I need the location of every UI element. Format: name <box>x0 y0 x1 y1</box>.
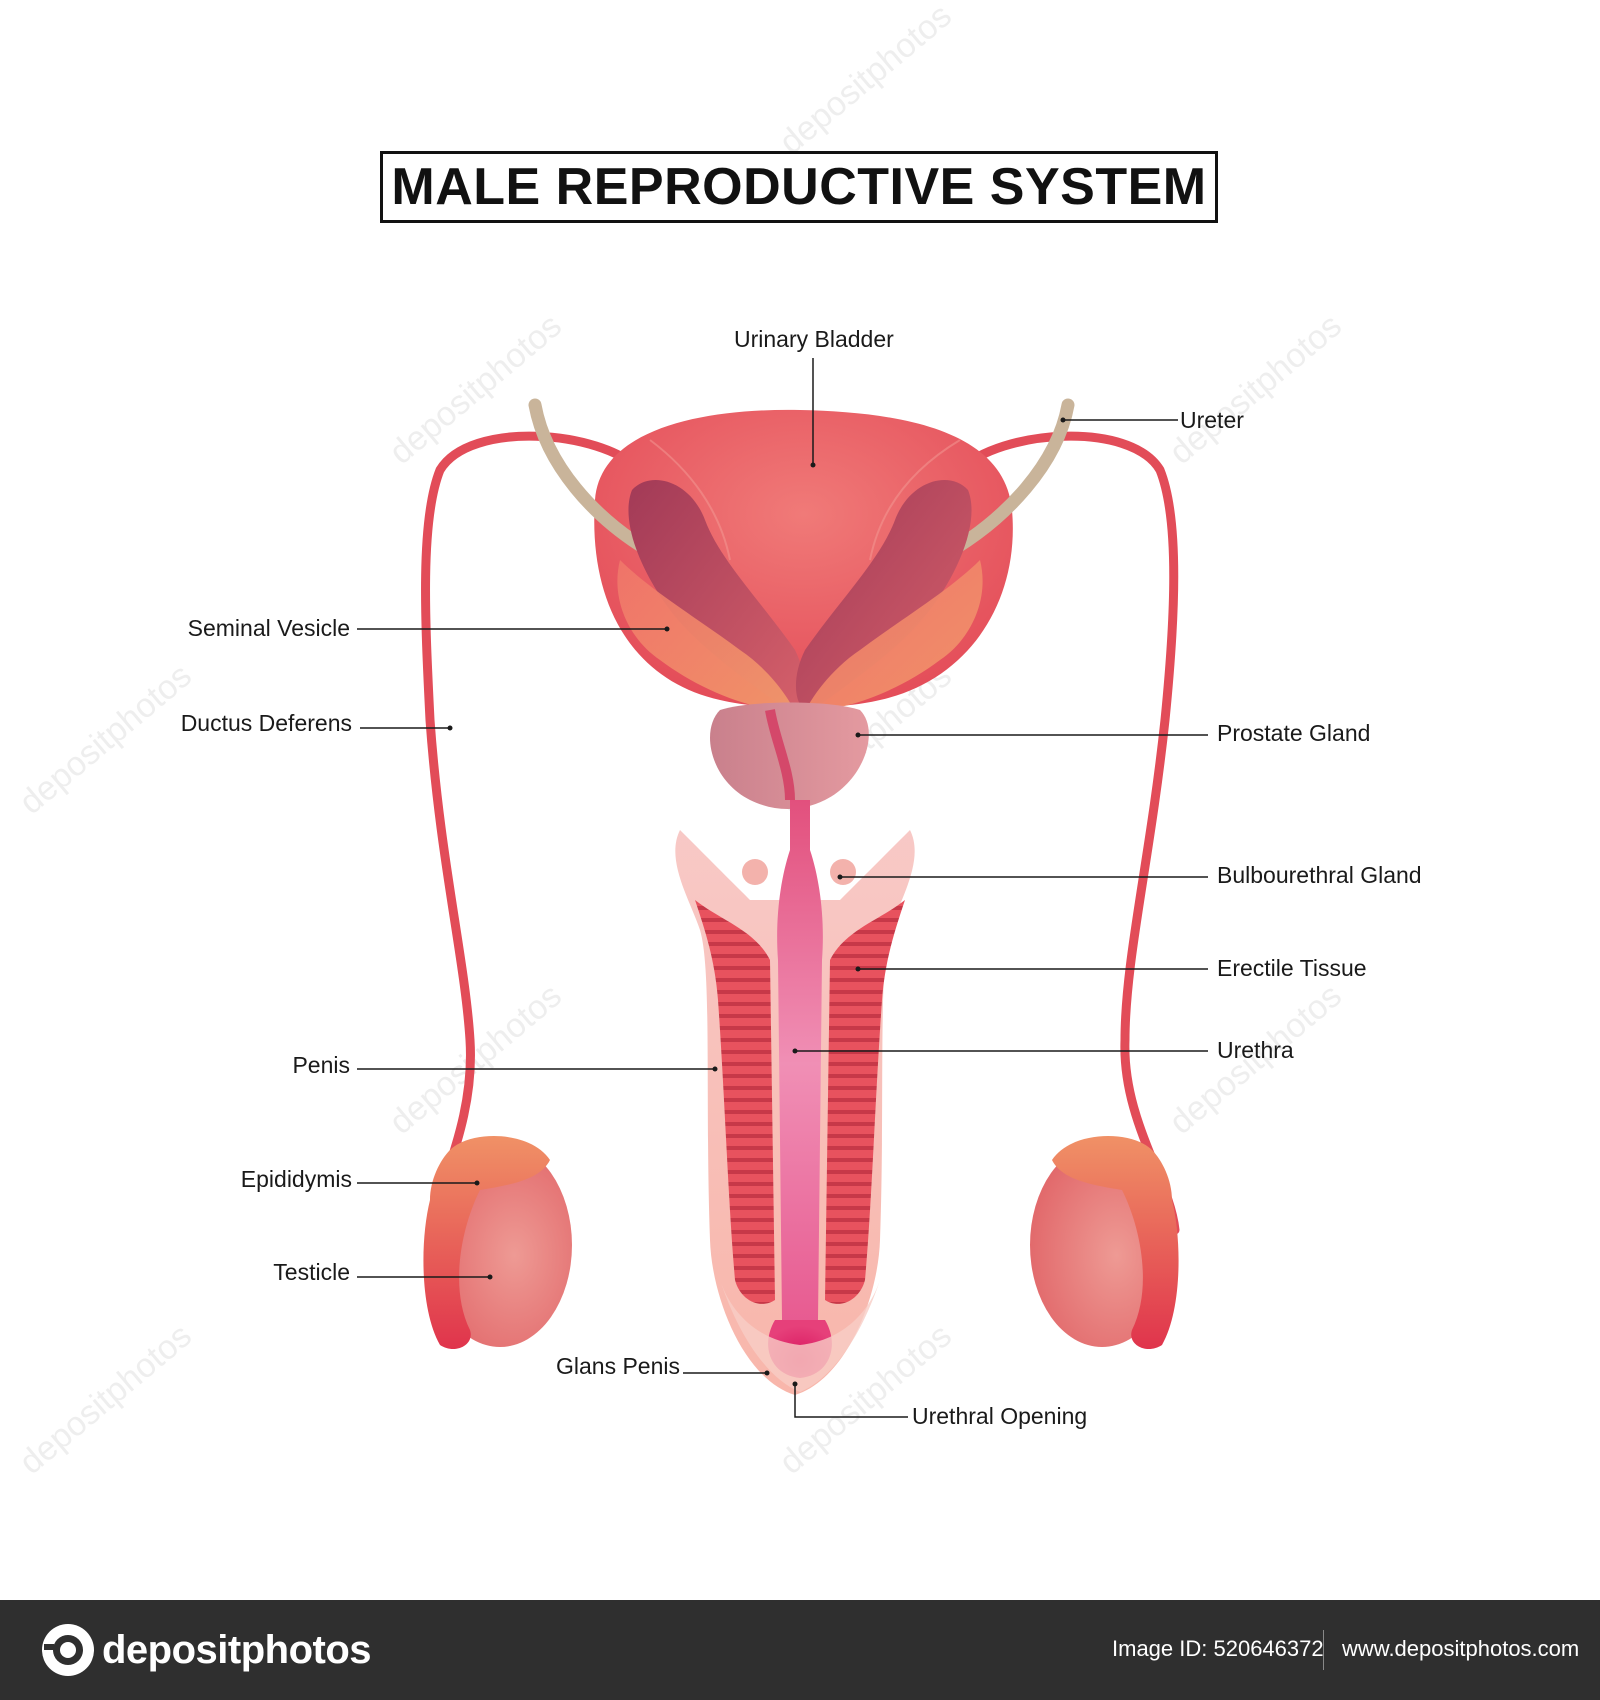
page-title: MALE REPRODUCTIVE SYSTEM <box>391 158 1207 216</box>
ductus-deferens-left <box>421 431 645 1235</box>
label-erectile-tissue: Erectile Tissue <box>1217 955 1367 981</box>
image-id-text: Image ID: 520646372 <box>1112 1636 1324 1661</box>
label-prostate-gland: Prostate Gland <box>1217 720 1371 746</box>
ductus-deferens-right <box>955 431 1180 1235</box>
label-epididymis: Epididymis <box>240 1166 352 1192</box>
title-frame: MALE REPRODUCTIVE SYSTEM <box>380 151 1218 223</box>
leader-urethral-opening <box>794 1384 908 1418</box>
epididymis-right <box>1052 1136 1179 1350</box>
seminal-vesicle-left <box>628 480 805 712</box>
bulbourethral-gland-left <box>742 859 768 885</box>
brand-name: depositphotos <box>102 1627 372 1672</box>
erectile-tissue-right <box>825 900 905 1304</box>
label-urethral-opening: Urethral Opening <box>912 1403 1088 1429</box>
label-ureter: Ureter <box>1180 407 1244 433</box>
seminal-vesicle-right <box>795 480 972 712</box>
label-seminal-vesicle: Seminal Vesicle <box>187 615 350 641</box>
label-bulbourethral-gland: Bulbourethral Gland <box>1217 862 1422 888</box>
label-urethra: Urethra <box>1217 1037 1294 1063</box>
epididymis-left <box>423 1136 550 1350</box>
urethra-shape <box>777 800 823 1328</box>
bulbourethral-gland-right <box>830 859 856 885</box>
label-testicle: Testicle <box>273 1259 350 1285</box>
site-url-link[interactable]: www.depositphotos.com <box>1342 1636 1580 1661</box>
leader-lines <box>357 358 1208 1418</box>
label-glans-penis: Glans Penis <box>555 1353 680 1379</box>
anatomy-illustration <box>357 358 1208 1418</box>
camera-logo-icon <box>42 1624 94 1676</box>
erectile-tissue-left <box>695 900 775 1304</box>
brand-logo[interactable]: depositphotos <box>40 1622 372 1678</box>
prostate-gland-shape <box>710 702 869 809</box>
footer-bar: depositphotos Image ID: 520646372 www.de… <box>0 1600 1600 1700</box>
footer-divider <box>1323 1630 1324 1670</box>
label-ductus-deferens: Ductus Deferens <box>180 710 352 736</box>
label-urinary-bladder: Urinary Bladder <box>734 326 894 352</box>
label-penis: Penis <box>292 1052 350 1078</box>
